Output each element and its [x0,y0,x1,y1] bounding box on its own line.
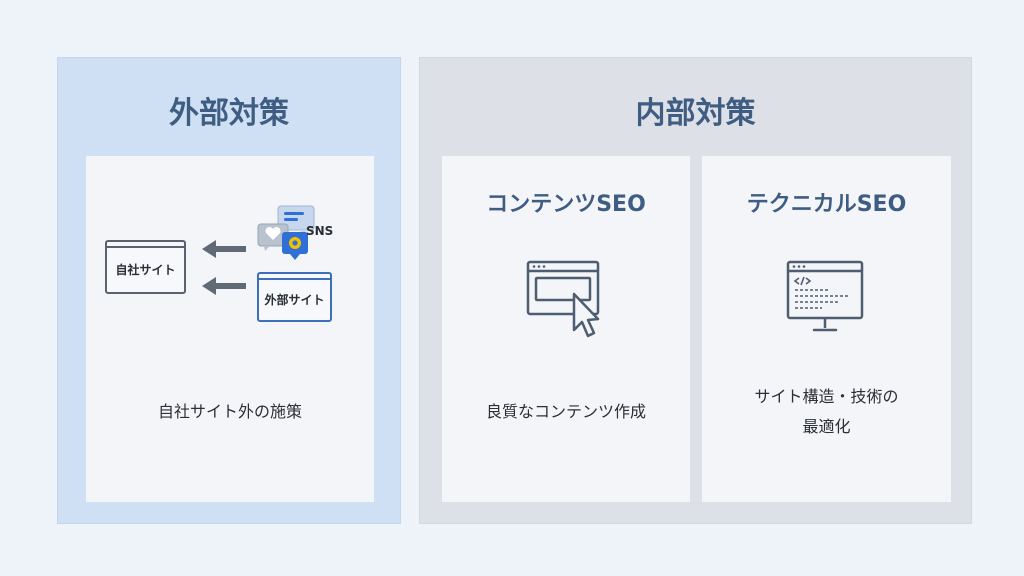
content-seo-card: コンテンツSEO 良質なコンテンツ作成 [442,156,690,502]
own-site-label: 自社サイト [115,263,176,277]
arrow-left-icon [202,240,246,295]
internal-measures-panel: 内部対策 コンテンツSEO 良質なコンテンツ作成 テクニカルSEO [419,57,972,524]
external-measures-description: 自社サイト外の施策 [157,402,302,421]
technical-seo-title: テクニカルSEO [746,192,907,217]
content-seo-title: コンテンツSEO [486,192,646,217]
technical-seo-description: サイト構造・技術の 最適化 [712,382,941,442]
technical-seo-description-line1: サイト構造・技術の [754,387,899,406]
location-pin-icon [282,232,308,260]
code-monitor-icon [786,260,864,332]
sns-cluster-icon [257,205,315,260]
external-measures-panel: 外部対策 自社サイト [57,57,401,524]
browser-cursor-icon [526,260,600,338]
sns-label: SNS [306,224,334,238]
external-site-label: 外部サイト [264,293,325,307]
browser-bar [107,242,184,248]
browser-bar [259,274,330,280]
technical-seo-card: テクニカルSEO サイト構造・技術の 最適化 [702,156,951,502]
technical-seo-description-line2: 最適化 [802,417,851,436]
content-seo-description: 良質なコンテンツ作成 [485,402,646,421]
external-measures-title: 外部対策 [169,96,289,131]
external-site-box: 外部サイト [257,272,332,322]
own-site-box: 自社サイト [105,240,186,294]
internal-measures-title: 内部対策 [635,96,756,131]
external-measures-card: 自社サイト [86,156,374,502]
